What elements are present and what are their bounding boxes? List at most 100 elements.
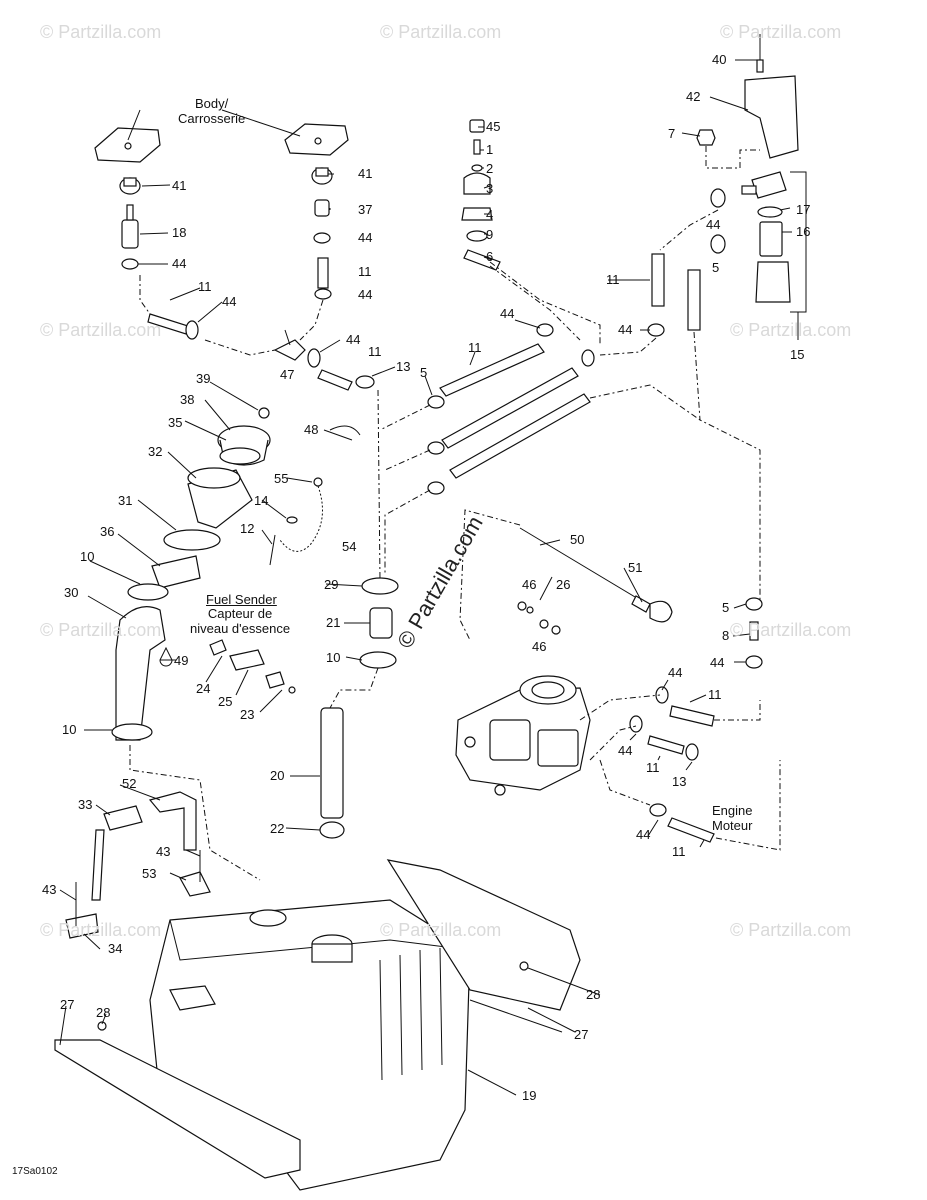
- callout-3: 3: [486, 181, 494, 196]
- caption-body: Body/ Carrosserie: [178, 96, 246, 126]
- callout-5: 5: [712, 260, 720, 275]
- callout-25: 25: [218, 694, 233, 709]
- callout-49: 49: [174, 653, 189, 668]
- watermark: © Partzilla.com: [720, 22, 842, 42]
- callout-12: 12: [240, 521, 255, 536]
- filler-neck-32: [187, 467, 253, 529]
- callout-10: 10: [80, 549, 95, 564]
- callout-50: 50: [570, 532, 585, 547]
- diagram-code: 17Sa0102: [12, 1166, 58, 1177]
- hose-11: [651, 253, 665, 307]
- body-mount-left: [94, 127, 161, 163]
- washer-14: [286, 516, 298, 524]
- callout-44: 44: [668, 665, 683, 680]
- callout-52: 52: [122, 776, 137, 791]
- strainer-22: [319, 821, 345, 839]
- clamp-44: [581, 349, 595, 367]
- callout-42: 42: [686, 89, 701, 104]
- clamp-44: [536, 323, 554, 337]
- callout-51: 51: [628, 560, 643, 575]
- y-fitting-47: [273, 329, 306, 361]
- gasket-31: [163, 529, 221, 551]
- clamp-10: [127, 583, 169, 601]
- hose-11: [667, 817, 715, 843]
- cable-50: [519, 527, 641, 601]
- skid-plate-27-left: [54, 1039, 301, 1179]
- callout-44: 44: [222, 294, 237, 309]
- clip-48: [329, 425, 361, 436]
- bracket-53: [179, 871, 211, 897]
- callout-5: 5: [722, 600, 730, 615]
- hose-11: [317, 369, 353, 391]
- bracket-42: [744, 75, 799, 159]
- callout-29: 29: [324, 577, 339, 592]
- callout-10: 10: [326, 650, 341, 665]
- callout-11: 11: [606, 272, 620, 287]
- callout-16: 16: [796, 224, 811, 239]
- clamp-44: [647, 323, 665, 337]
- filter-bowl: [755, 261, 791, 303]
- clamp-13: [355, 375, 375, 389]
- strap-52: [148, 791, 197, 851]
- callout-2: 2: [486, 161, 494, 176]
- hose-11: [449, 393, 591, 479]
- watermark: © Partzilla.com: [730, 620, 852, 640]
- clamp-44: [655, 686, 669, 704]
- callout-43: 43: [42, 882, 57, 897]
- watermark: © Partzilla.com: [380, 22, 502, 42]
- watermark: © Partzilla.com: [730, 920, 852, 940]
- screw-28: [97, 1021, 107, 1031]
- clamp-5: [745, 597, 763, 611]
- callout-46: 46: [532, 639, 547, 654]
- clamp-5: [710, 234, 726, 254]
- callout-15: 15: [790, 347, 805, 362]
- body-mount-right: [284, 123, 349, 156]
- callout-55: 55: [274, 471, 289, 486]
- callout-44: 44: [710, 655, 725, 670]
- callout-36: 36: [100, 524, 115, 539]
- callout-33: 33: [78, 797, 93, 812]
- washers-46-26: [517, 601, 561, 635]
- clamp-13: [685, 743, 699, 761]
- screw-28: [519, 961, 529, 971]
- clamp-44: [710, 188, 726, 208]
- callout-11: 11: [708, 687, 722, 702]
- fitting-stack: [461, 119, 501, 271]
- tether-54: [279, 485, 323, 552]
- clamp-44: [185, 320, 199, 340]
- watermark: © Partzilla.com: [380, 920, 502, 940]
- callout-19: 19: [522, 1088, 537, 1103]
- callout-1: 1: [486, 142, 494, 157]
- callout-38: 38: [180, 392, 195, 407]
- callout-44: 44: [172, 256, 187, 271]
- clamp-5: [427, 481, 445, 495]
- screws-43: [75, 850, 201, 926]
- nut-7: [696, 129, 716, 146]
- callout-13: 13: [396, 359, 411, 374]
- hose-11: [669, 705, 715, 727]
- callout-35: 35: [168, 415, 183, 430]
- hose-11: [441, 367, 579, 449]
- callout-44: 44: [358, 287, 373, 302]
- callout-39: 39: [196, 371, 211, 386]
- rivet-12: [269, 534, 276, 566]
- callout-11: 11: [646, 760, 660, 775]
- watermark: © Partzilla.com: [40, 620, 162, 640]
- callout-27: 27: [574, 1027, 589, 1042]
- callout-26: 26: [556, 577, 571, 592]
- clamp-10: [359, 651, 397, 669]
- callout-14: 14: [254, 493, 269, 508]
- callout-44: 44: [358, 230, 373, 245]
- callout-23: 23: [240, 707, 255, 722]
- drop-icon-49: [159, 646, 173, 667]
- callout-34: 34: [108, 941, 123, 956]
- callout-9: 9: [486, 227, 494, 242]
- callout-11: 11: [368, 344, 382, 359]
- sender-connector: [209, 639, 296, 694]
- filter-head: [741, 171, 787, 199]
- callout-47: 47: [280, 367, 295, 382]
- callout-27: 27: [60, 997, 75, 1012]
- clamp-44: [121, 258, 139, 270]
- callout-28: 28: [586, 987, 601, 1002]
- hose-11: [687, 269, 701, 331]
